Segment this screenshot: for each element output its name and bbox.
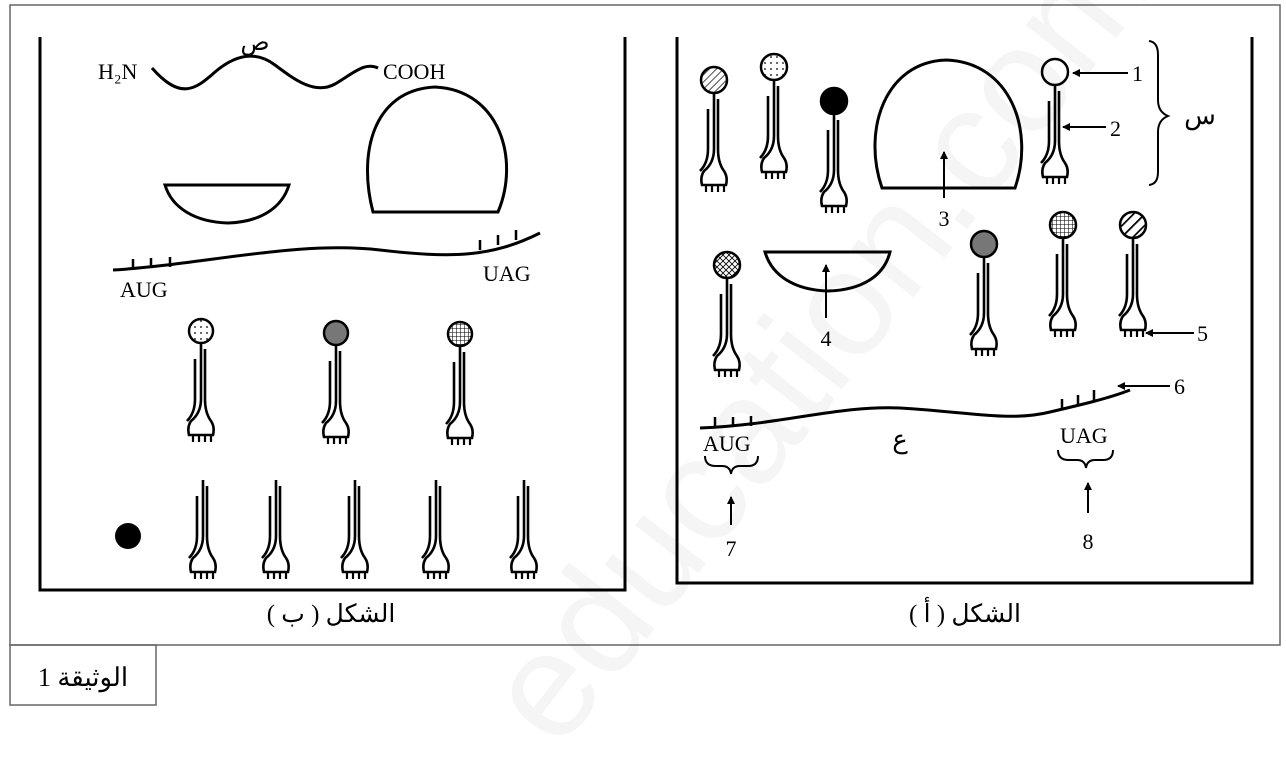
callout-number-1: 1 [1132,61,1143,86]
free-amino-acid [115,523,141,549]
group-brace [1149,41,1168,185]
n-terminus-label: H₂N [98,59,138,84]
callout-number-8: 8 [1083,529,1094,554]
document-label: الوثيقة 1 [38,663,128,693]
trna-charged [322,321,349,444]
start-codon-label: AUG [120,277,168,302]
figure-b-caption: الشكل ( ب ) [267,601,396,628]
trna-charged [1119,212,1146,337]
trna-charged [446,322,473,445]
ribosome-large-subunit [367,87,506,212]
trna-uncharged [510,480,537,579]
document-diagram: الوثيقة 1 H₂N COOH ص AUG UAG [0,0,1286,711]
callout-number-7: 7 [726,536,737,561]
amino-acid-black [821,88,847,114]
mrna-label: ع [892,425,908,455]
amino-acid-hatched [701,67,727,93]
trna-charged [970,231,997,356]
stop-codon-marks [480,230,516,250]
amino-acid-grid [448,322,472,346]
amino-acid-crossed [714,252,740,278]
stop-codon-brace [1058,450,1113,468]
callout-number-3: 3 [939,206,950,231]
trna-charged [700,67,727,192]
trna-uncharged [422,480,449,579]
callout-number-5: 5 [1197,321,1208,346]
amino-acid-empty [1042,59,1068,85]
ribosome-small-subunit [165,185,289,223]
amino-acid-dotted [761,54,787,80]
stop-codon-label: UAG [483,261,531,286]
trna-uncharged [341,480,368,579]
amino-acid-bold-hatched [1120,212,1146,238]
figure-b-container [40,37,625,590]
polypeptide-chain [152,56,378,89]
callout-number-6: 6 [1174,374,1185,399]
callout-number-2: 2 [1110,116,1121,141]
trna-charged [1049,212,1076,337]
figure-a-caption: الشكل ( أ ) [909,596,1021,628]
amino-acid-grid [1050,212,1076,238]
amino-acid-gray [971,231,997,257]
ribosome-small-subunit [765,252,890,291]
stop-codon-label: UAG [1060,423,1108,448]
trna-charged [713,252,740,377]
trna-labeled [1041,59,1068,184]
group-label: س [1184,101,1216,131]
trna-charged [187,319,214,442]
trna-uncharged [262,480,289,579]
start-codon-label: AUG [703,431,751,456]
callout-number-4: 4 [821,326,832,351]
amino-acid-dotted [189,319,213,343]
figure-a: س AUG UAG ع [677,37,1252,628]
figure-b: H₂N COOH ص AUG UAG الش [40,30,625,628]
amino-acid-gray [324,321,348,345]
c-terminus-label: COOH [383,59,445,84]
document-page: الوثيقة 1 H₂N COOH ص AUG UAG [0,0,1286,711]
trna-charged [820,88,847,213]
ribosome-large-subunit [875,60,1022,188]
mrna-strand [113,233,540,270]
protein-label: ص [240,30,269,56]
trna-uncharged [189,480,216,579]
start-codon-brace [705,456,758,474]
trna-charged [760,54,787,179]
